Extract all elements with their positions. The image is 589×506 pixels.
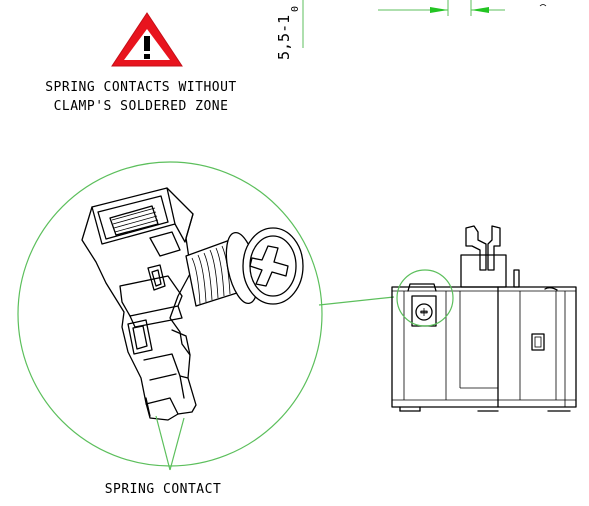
dimension-arrow-left [430,7,448,13]
warning-triangle-icon [111,12,183,67]
clamp-detail-drawing [81,187,197,421]
spring-contact-leader-1 [155,415,171,471]
side-view-screw [415,303,433,321]
detail-leader-line [318,296,395,306]
dimension-annotation: 5,5-1 0 [275,0,547,60]
spring-contact-label: SPRING CONTACT [105,482,222,497]
dimension-arrow-right [471,7,489,13]
warning-text-line1: SPRING CONTACTS WITHOUT [45,80,237,95]
warning-text-line2: CLAMP'S SOLDERED ZONE [54,99,229,114]
screw-detail-drawing [185,227,304,307]
component-side-view [391,225,577,412]
component-body [391,286,577,408]
dimension-subscript: 0 [290,6,301,12]
dimension-value: 5,5-1 [275,15,293,60]
small-detail-circle [396,269,454,327]
detail-circle [17,161,323,467]
spring-contact-leader-2 [169,417,185,471]
